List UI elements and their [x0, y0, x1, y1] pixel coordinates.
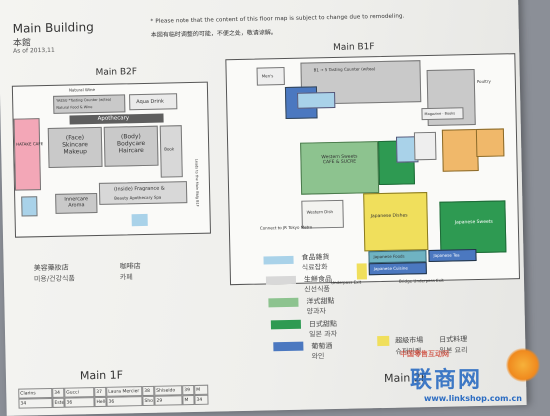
f1-table-cell: 34	[18, 397, 53, 409]
b1f-restroom	[413, 131, 437, 161]
f1-table-cell: 37	[94, 386, 107, 398]
f1-table-cell: Sho Uemura	[142, 395, 155, 407]
legend-food-swatch	[263, 255, 294, 265]
b2f-escalator	[131, 213, 148, 227]
f1-table-cell: Shiseido	[154, 385, 183, 396]
b2f-face-skincare: (Face) Skincare Makeup	[47, 126, 103, 168]
b2f-natural-wine: Natural Wine	[68, 86, 95, 93]
watermark: 中国零售互动网 联商网 www.linkshop.com.cn	[396, 348, 546, 412]
f1-table-cell: M	[182, 394, 195, 406]
b2f-cafe: HATAKE CAFE	[13, 118, 43, 191]
b1f-japanese-sweets: Japanese Sweets	[439, 200, 507, 254]
legend-western-swatch	[268, 297, 299, 308]
legend-cosmetics-kr: 미용/건강식품	[33, 274, 75, 284]
b1f-mens: Men's	[256, 67, 285, 86]
watermark-sun-icon	[506, 348, 540, 382]
b1f-japanese-tea: Japanese Tea	[428, 249, 477, 263]
legend-western-cn: 洋式甜點	[306, 297, 335, 306]
b1f-western-sweets: Western Sweets CAFE & SUCRE	[300, 141, 380, 195]
b1f-japanese-dishes: Japanese Dishes	[363, 192, 429, 252]
legend-jcuisine-cn: 日式料理	[439, 335, 468, 344]
legend-food-kr: 식료잡화	[301, 263, 328, 272]
legend-cafe-kr: 카페	[119, 273, 133, 282]
as-of-date: As of 2013,11	[13, 46, 55, 55]
floor-label-b2f: Main B2F	[95, 67, 138, 78]
legend-super-swatch	[377, 335, 390, 347]
b1f-yellow-stall	[356, 263, 367, 280]
legend-western-kr: 양과자	[306, 307, 327, 316]
legend-food-cn: 食品雜貨	[301, 253, 330, 262]
watermark-url: www.linkshop.com.cn	[424, 394, 522, 403]
b2f-apothecary: Apothecary	[69, 113, 164, 125]
b2f-tasting-counter: YAESU *Tasting Counter (w/tea) Natural F…	[53, 94, 126, 114]
b2f-aqua-drink: Aqua Drink	[129, 93, 178, 111]
b2f-elevator	[21, 196, 38, 217]
f1-table-cell: Estee Lauder	[52, 397, 65, 408]
floor-label-1f: Main 1F	[79, 368, 124, 383]
b1f-connect-tokyo: Connect to JR Tokyo Metro	[259, 224, 313, 231]
legend-fresh-kr: 신선식품	[304, 285, 331, 294]
b2f-map: HATAKE CAFE YAESU *Tasting Counter (w/te…	[11, 81, 211, 238]
f1-table-cell: 36	[64, 397, 95, 408]
b1f-underpass: Underpass Exit	[330, 279, 362, 286]
watermark-brand: 联商网	[410, 368, 483, 393]
f1-table-cell: 38	[142, 385, 155, 397]
legend-cosmetics-cn: 美容藥妝店	[33, 263, 69, 273]
watermark-site: 中国零售互动网	[400, 350, 449, 358]
b2f-innercare-aroma: Innercare Aroma	[55, 192, 98, 214]
b1f-foods-orange-2	[475, 128, 505, 158]
f1-table-cell: 39	[182, 384, 195, 396]
b2f-to-b1f-note: Leads to the Main Bldg B1F	[194, 158, 200, 207]
legend-cafe-cn: 咖啡店	[119, 262, 141, 271]
b2f-fragrance: (Inside) Fragrance & Beauty Apothecary S…	[98, 181, 188, 205]
b1f-wine-counter	[297, 91, 336, 109]
f1-table-cell: 29	[154, 395, 183, 406]
b1f-map: Men's B1 → 5 Tasting Counter (w/tea) Pou…	[225, 53, 521, 286]
b1f-japanese-cuisine: Japanese Cuisine	[368, 262, 427, 276]
f1-table-cell: Hellen Rubinstein	[94, 396, 107, 408]
legend-fresh-cn: 生鮮食品	[303, 275, 333, 284]
f1-table-cell: 34	[52, 387, 65, 398]
legend-wine-kr: 와인	[311, 352, 325, 361]
legend-fresh-swatch	[265, 275, 297, 285]
remodel-note-en: * Please note that the content of this f…	[150, 13, 405, 25]
f1-table-cell: 34	[194, 394, 209, 405]
b1f-foods-orange	[441, 128, 479, 172]
legend-super-cn: 超級市場	[395, 336, 424, 345]
b1f-bridge-exit: Bridge-Underpass Exit	[398, 277, 444, 284]
legend-japanese-cn: 日式甜點	[308, 319, 337, 329]
b1f-magazine: Magazine · Books	[421, 107, 464, 121]
legend-japanese-kr: 일본 과자	[309, 329, 338, 339]
legend-wine-cn: 葡萄酒	[311, 342, 333, 351]
b1f-poultry-label: Poultry	[476, 78, 491, 84]
floor-label-b1f: Main B1F	[333, 42, 375, 53]
f1-table-cell: M	[194, 384, 209, 395]
building-title: Main Building	[12, 20, 94, 36]
legend-wine-swatch	[273, 341, 304, 352]
remodel-note-cn: 本図有临时调整的可能，不便之处，敬请谅解。	[150, 29, 277, 39]
f1-table-cell: Gucci	[64, 387, 95, 398]
legend-japanese-swatch	[270, 319, 301, 330]
b2f-body-haircare: (Body) Bodycare Haircare	[103, 125, 159, 167]
f1-table-cell: 36	[106, 396, 143, 407]
b2f-book: Book	[159, 125, 183, 178]
